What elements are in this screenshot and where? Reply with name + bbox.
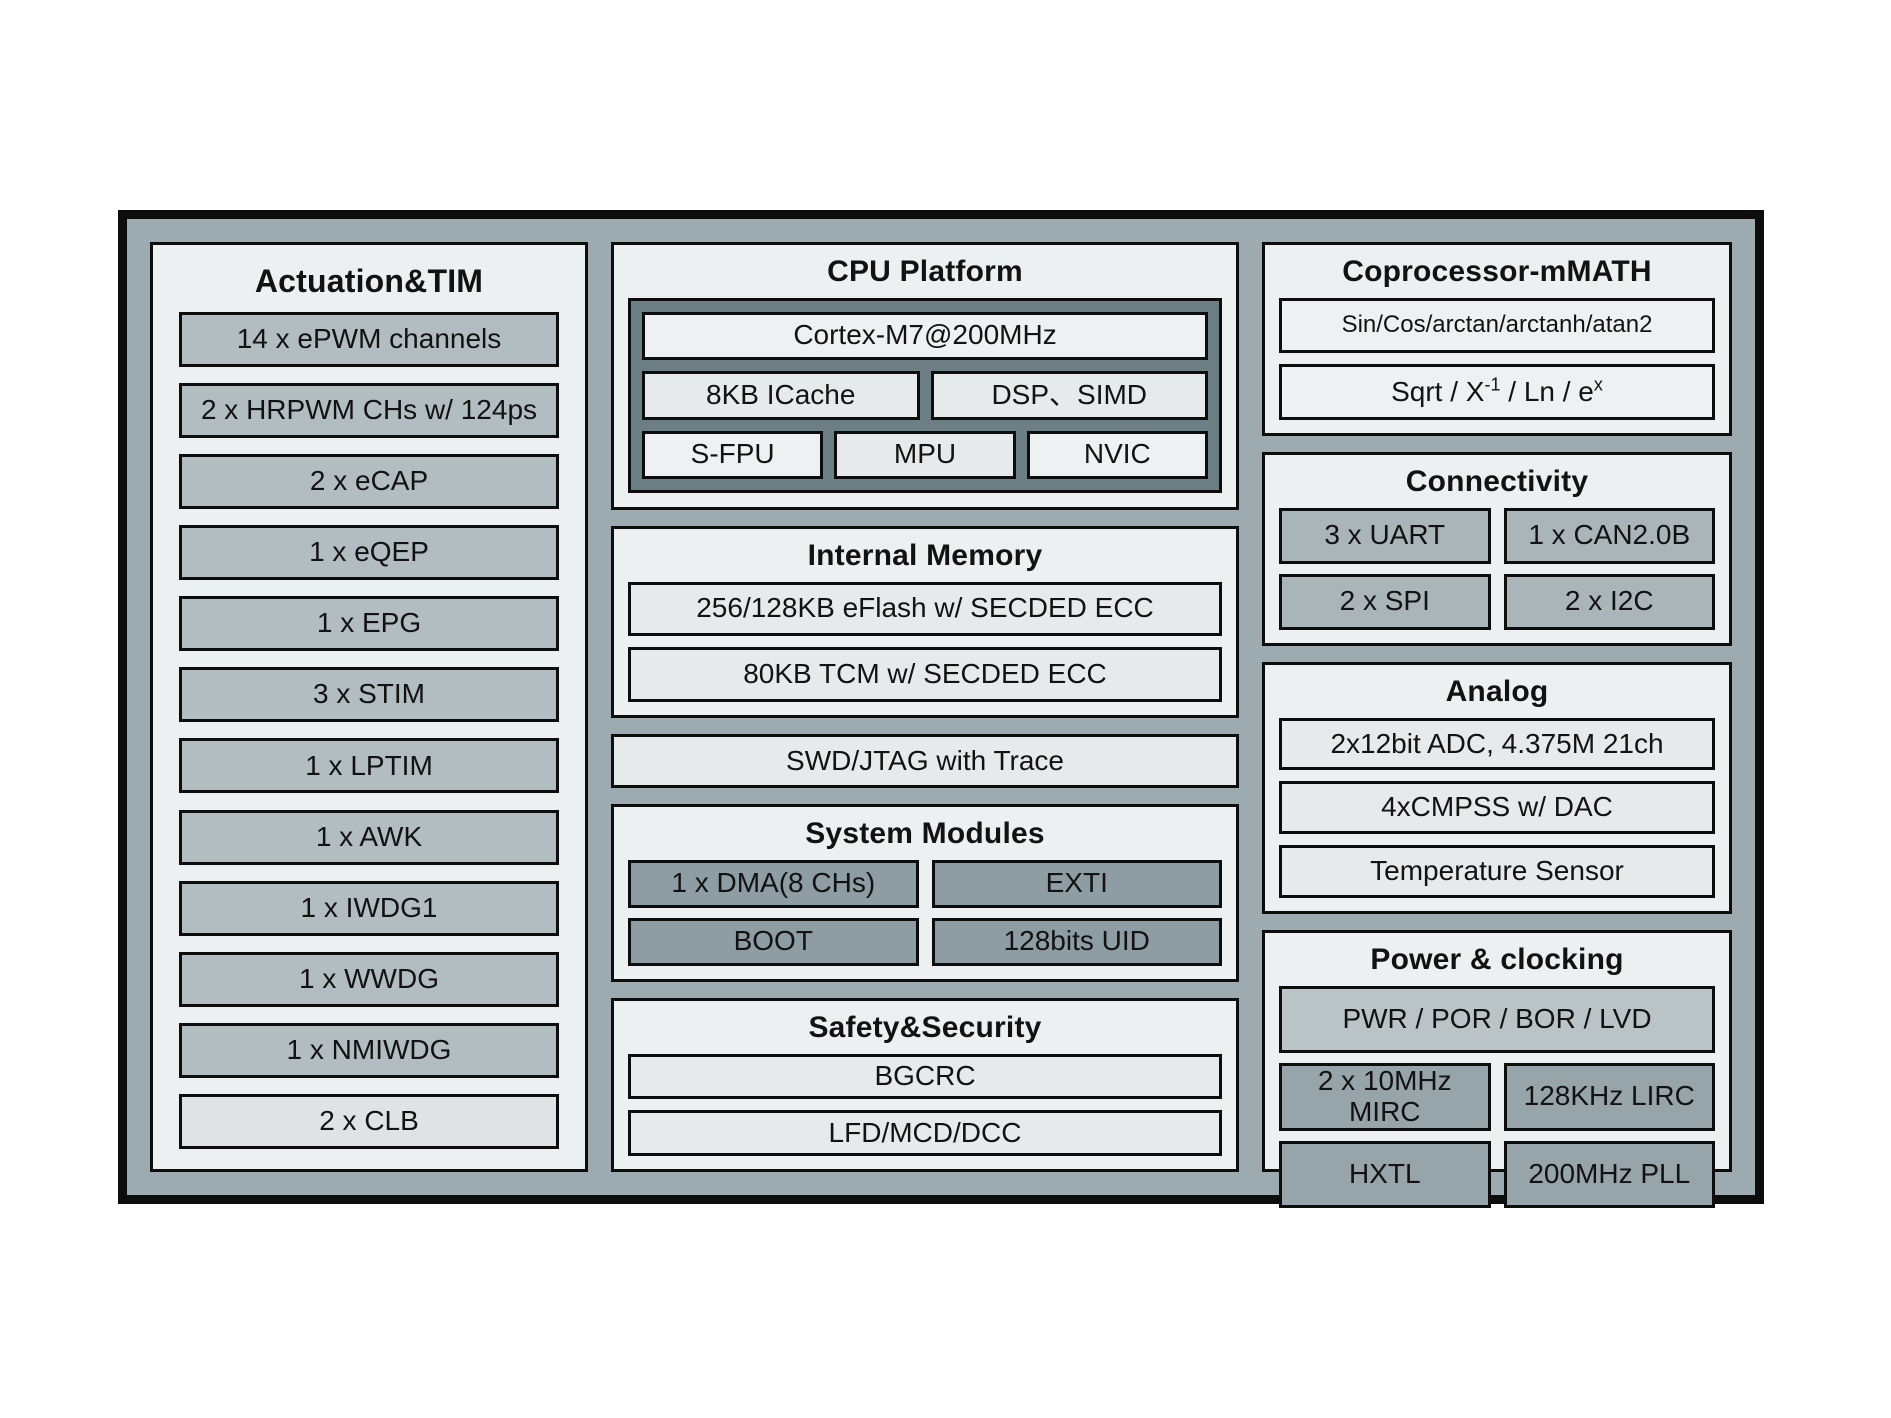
block-ecap: 2 x eCAP <box>179 454 559 510</box>
middle-column: CPU Platform Cortex-M7@200MHz 8KB ICache… <box>611 242 1239 1172</box>
cpu-core-container: Cortex-M7@200MHz 8KB ICache DSP、SIMD S-F… <box>628 297 1222 493</box>
block-eqep: 1 x eQEP <box>179 525 559 581</box>
block-adc: 2x12bit ADC, 4.375M 21ch <box>1279 717 1715 771</box>
block-wwdg: 1 x WWDG <box>179 951 559 1007</box>
coprocessor-mmath-section: Coprocessor-mMATH Sin/Cos/arctan/arctanh… <box>1262 242 1732 436</box>
block-stim: 3 x STIM <box>179 667 559 723</box>
internal-memory-title: Internal Memory <box>807 539 1043 572</box>
math-expression: Sqrt / X-1 / Ln / ex <box>1391 374 1603 407</box>
cpu-platform-title: CPU Platform <box>827 255 1023 288</box>
safety-security-section: Safety&Security BGCRC LFD/MCD/DCC <box>611 998 1239 1172</box>
block-eflash: 256/128KB eFlash w/ SECDED ECC <box>628 581 1222 637</box>
block-epwm: 14 x ePWM channels <box>179 311 559 367</box>
block-sqrt-ln-exp: Sqrt / X-1 / Ln / ex <box>1279 364 1715 420</box>
system-modules-grid: 1 x DMA(8 CHs) EXTI BOOT 128bits UID <box>628 859 1222 966</box>
right-column: Coprocessor-mMATH Sin/Cos/arctan/arctanh… <box>1262 242 1732 1209</box>
block-lirc: 128KHz LIRC <box>1503 1063 1715 1131</box>
block-dma: 1 x DMA(8 CHs) <box>628 859 919 908</box>
block-nmiwdg: 1 x NMIWDG <box>179 1022 559 1078</box>
superscript-x: x <box>1593 374 1603 395</box>
block-uid: 128bits UID <box>931 917 1222 966</box>
actuation-tim-items: 14 x ePWM channels 2 x HRPWM CHs w/ 124p… <box>179 311 559 1149</box>
block-lptim: 1 x LPTIM <box>179 738 559 794</box>
superscript-minus1: -1 <box>1484 374 1501 395</box>
block-swd-jtag: SWD/JTAG with Trace <box>611 734 1239 788</box>
analog-section: Analog 2x12bit ADC, 4.375M 21ch 4xCMPSS … <box>1262 662 1732 914</box>
block-clb: 2 x CLB <box>179 1094 559 1149</box>
connectivity-section: Connectivity 3 x UART 1 x CAN2.0B 2 x SP… <box>1262 452 1732 646</box>
block-icache: 8KB ICache <box>642 371 920 420</box>
left-column: Actuation&TIM 14 x ePWM channels 2 x HRP… <box>150 242 588 1172</box>
block-dsp-simd: DSP、SIMD <box>930 371 1208 420</box>
block-bgcrc: BGCRC <box>628 1053 1222 1100</box>
block-can: 1 x CAN2.0B <box>1503 507 1715 564</box>
connectivity-grid: 3 x UART 1 x CAN2.0B 2 x SPI 2 x I2C <box>1279 507 1715 630</box>
actuation-tim-title: Actuation&TIM <box>254 263 484 299</box>
power-clocking-title: Power & clocking <box>1370 943 1624 976</box>
block-trig-functions: Sin/Cos/arctan/arctanh/atan2 <box>1279 297 1715 354</box>
block-cmpss: 4xCMPSS w/ DAC <box>1279 781 1715 835</box>
connectivity-title: Connectivity <box>1405 465 1589 498</box>
safety-security-items: BGCRC LFD/MCD/DCC <box>628 1053 1222 1156</box>
block-cortex-m7: Cortex-M7@200MHz <box>642 311 1208 360</box>
block-sfpu: S-FPU <box>642 430 824 479</box>
cpu-row-units: S-FPU MPU NVIC <box>642 430 1208 479</box>
block-pll: 200MHz PLL <box>1503 1140 1715 1209</box>
block-i2c: 2 x I2C <box>1503 573 1715 630</box>
power-clocking-grid: PWR / POR / BOR / LVD 2 x 10MHz MIRC 128… <box>1279 985 1715 1209</box>
internal-memory-items: 256/128KB eFlash w/ SECDED ECC 80KB TCM … <box>628 581 1222 702</box>
block-spi: 2 x SPI <box>1279 573 1491 630</box>
block-uart: 3 x UART <box>1279 507 1491 564</box>
internal-memory-section: Internal Memory 256/128KB eFlash w/ SECD… <box>611 526 1239 718</box>
block-tcm: 80KB TCM w/ SECDED ECC <box>628 647 1222 702</box>
block-pwr-por-bor-lvd: PWR / POR / BOR / LVD <box>1279 985 1715 1054</box>
power-clocking-section: Power & clocking PWR / POR / BOR / LVD 2… <box>1262 930 1732 1209</box>
block-awk: 1 x AWK <box>179 809 559 865</box>
block-epg: 1 x EPG <box>179 596 559 652</box>
block-mpu: MPU <box>834 430 1016 479</box>
block-nvic: NVIC <box>1026 430 1208 479</box>
block-iwdg1: 1 x IWDG1 <box>179 880 559 936</box>
coprocessor-mmath-items: Sin/Cos/arctan/arctanh/atan2 Sqrt / X-1 … <box>1279 297 1715 420</box>
block-boot: BOOT <box>628 917 919 966</box>
safety-security-title: Safety&Security <box>808 1011 1042 1044</box>
system-modules-title: System Modules <box>805 817 1045 850</box>
block-lfd-mcd-dcc: LFD/MCD/DCC <box>628 1110 1222 1156</box>
block-temp-sensor: Temperature Sensor <box>1279 845 1715 898</box>
block-exti: EXTI <box>931 859 1222 908</box>
coprocessor-mmath-title: Coprocessor-mMATH <box>1342 255 1652 288</box>
mcu-block-diagram-frame: Actuation&TIM 14 x ePWM channels 2 x HRP… <box>118 210 1764 1209</box>
block-hxtl: HXTL <box>1279 1140 1491 1209</box>
actuation-tim-section: Actuation&TIM 14 x ePWM channels 2 x HRP… <box>150 242 588 1172</box>
analog-items: 2x12bit ADC, 4.375M 21ch 4xCMPSS w/ DAC … <box>1279 717 1715 899</box>
cpu-row-core: Cortex-M7@200MHz <box>642 311 1208 360</box>
block-hrpwm: 2 x HRPWM CHs w/ 124ps <box>179 382 559 438</box>
system-modules-section: System Modules 1 x DMA(8 CHs) EXTI BOOT … <box>611 804 1239 982</box>
analog-title: Analog <box>1445 675 1549 708</box>
cpu-row-cache: 8KB ICache DSP、SIMD <box>642 371 1208 420</box>
cpu-platform-section: CPU Platform Cortex-M7@200MHz 8KB ICache… <box>611 242 1239 510</box>
block-mirc: 2 x 10MHz MIRC <box>1279 1063 1491 1131</box>
